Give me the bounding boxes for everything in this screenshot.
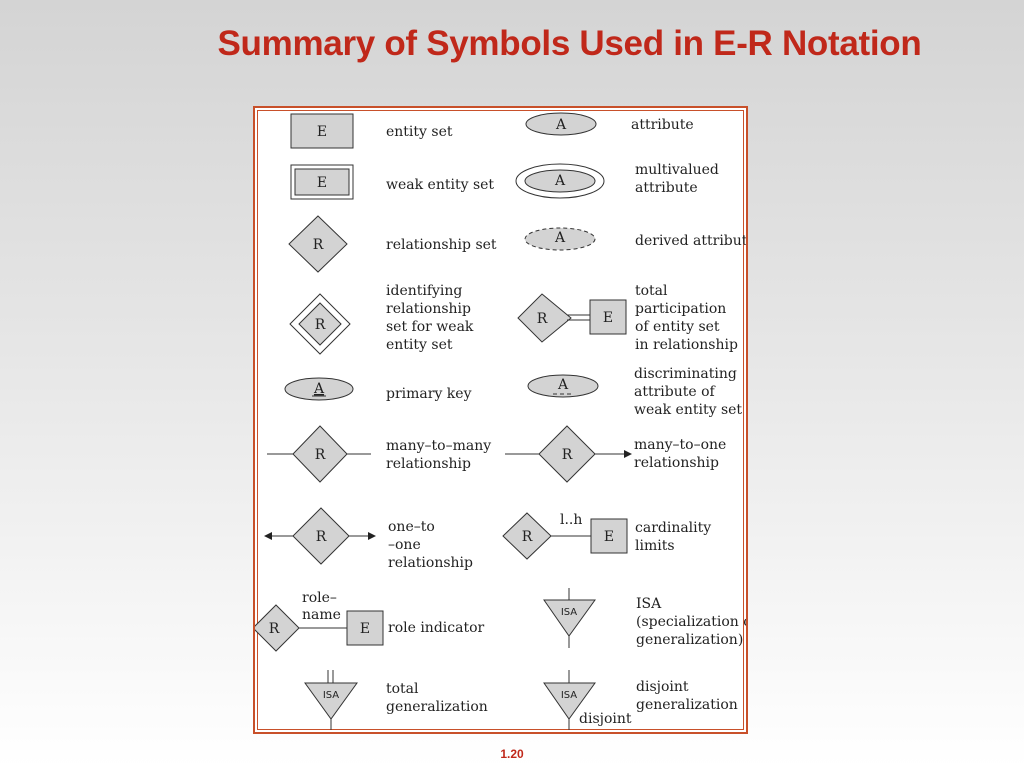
disjoint-generalization-label: disjoint generalization <box>636 679 738 713</box>
disjoint-generalization-symbol: ISA disjoint <box>543 670 632 730</box>
derived-attribute-symbol: A <box>524 227 596 251</box>
svg-text:relationship: relationship <box>386 301 471 317</box>
svg-text:multivalued: multivalued <box>635 162 719 178</box>
svg-text:role–: role– <box>302 590 337 606</box>
total-generalization-symbol: ISA <box>304 670 358 730</box>
multivalued-attribute-symbol: A <box>515 163 605 199</box>
svg-text:total: total <box>386 681 419 697</box>
identifying-relationship-symbol: R <box>289 293 351 355</box>
svg-text:ISA: ISA <box>561 607 577 618</box>
svg-text:A: A <box>554 173 566 189</box>
relationship-set-label: relationship set <box>386 237 497 253</box>
svg-text:set for weak: set for weak <box>386 319 474 335</box>
svg-text:one–to: one–to <box>388 519 435 535</box>
svg-text:weak entity set: weak entity set <box>634 402 742 418</box>
svg-text:generalization): generalization) <box>636 632 743 648</box>
one-to-one-label: one–to –one relationship <box>388 519 473 571</box>
role-indicator-label: role indicator <box>388 620 485 636</box>
many-to-one-symbol: R <box>505 425 632 483</box>
svg-text:A: A <box>557 377 569 393</box>
svg-text:entity set: entity set <box>386 124 453 140</box>
svg-text:R: R <box>316 529 327 545</box>
many-to-one-label: many–to–one relationship <box>634 437 726 471</box>
total-participation-label: total participation of entity set in rel… <box>635 283 738 353</box>
svg-text:many–to–many: many–to–many <box>386 438 491 454</box>
svg-text:relationship: relationship <box>634 455 719 471</box>
many-to-many-label: many–to–many relationship <box>386 438 491 472</box>
svg-text:E: E <box>360 621 370 637</box>
svg-text:attribute: attribute <box>635 180 698 196</box>
weak-entity-set-label: weak entity set <box>386 177 494 193</box>
isa-symbol: ISA <box>543 588 596 648</box>
svg-text:participation: participation <box>635 301 726 317</box>
svg-text:ISA: ISA <box>636 596 662 612</box>
entity-set-symbol: E <box>290 113 354 149</box>
svg-text:entity set: entity set <box>386 337 453 353</box>
svg-text:in relationship: in relationship <box>635 337 738 353</box>
derived-attribute-label: derived attribute <box>635 233 746 249</box>
weak-entity-set-symbol: E <box>290 164 354 200</box>
svg-text:name: name <box>302 607 341 623</box>
discriminating-attribute-label: discriminating attribute of weak entity … <box>634 366 742 418</box>
svg-text:identifying: identifying <box>386 283 462 299</box>
svg-text:cardinality: cardinality <box>635 520 711 536</box>
entity-set-label: entity set <box>386 124 453 140</box>
svg-text:R: R <box>562 447 573 463</box>
svg-text:l..h: l..h <box>560 512 582 528</box>
svg-text:disjoint: disjoint <box>579 711 632 727</box>
svg-text:A: A <box>313 381 325 397</box>
svg-text:attribute of: attribute of <box>634 384 717 400</box>
primary-key-label: primary key <box>386 386 472 402</box>
attribute-symbol: A <box>525 112 597 136</box>
isa-label: ISA (specialization or generalization) <box>636 596 746 648</box>
svg-text:A: A <box>555 117 567 133</box>
cardinality-limits-label: cardinality limits <box>635 520 711 554</box>
svg-text:relationship: relationship <box>388 555 473 571</box>
svg-text:generalization: generalization <box>386 699 488 715</box>
multivalued-attribute-label: multivalued attribute <box>635 162 719 196</box>
svg-text:E: E <box>603 310 613 326</box>
total-participation-symbol: R E <box>517 293 627 343</box>
svg-text:many–to–one: many–to–one <box>634 437 726 453</box>
role-indicator-symbol: R E role– name <box>255 590 384 652</box>
svg-text:E: E <box>317 124 327 140</box>
discriminating-attribute-symbol: A <box>527 374 599 398</box>
total-generalization-label: total generalization <box>386 681 488 715</box>
primary-key-symbol: A <box>284 377 354 401</box>
svg-text:ISA: ISA <box>323 690 339 701</box>
svg-text:R: R <box>315 317 326 333</box>
svg-text:(specialization or: (specialization or <box>636 614 746 630</box>
svg-text:relationship: relationship <box>386 456 471 472</box>
svg-text:E: E <box>317 175 327 191</box>
svg-text:discriminating: discriminating <box>634 366 737 382</box>
svg-text:ISA: ISA <box>561 690 577 701</box>
svg-text:of entity set: of entity set <box>635 319 720 335</box>
slide-number: 1.20 <box>500 747 524 761</box>
one-to-one-symbol: R <box>264 507 376 565</box>
svg-text:disjoint: disjoint <box>636 679 689 695</box>
svg-text:A: A <box>554 230 566 246</box>
svg-text:R: R <box>269 621 280 637</box>
many-to-many-symbol: R <box>267 425 371 483</box>
cardinality-limits-symbol: R E l..h <box>502 512 628 560</box>
relationship-set-symbol: R <box>288 215 348 273</box>
svg-text:R: R <box>537 311 548 327</box>
identifying-relationship-label: identifying relationship set for weak en… <box>386 283 474 353</box>
slide-title: Summary of Symbols Used in E-R Notation <box>217 24 922 63</box>
svg-text:R: R <box>313 237 324 253</box>
svg-text:limits: limits <box>635 538 675 554</box>
er-symbols-diagram: E entity set E weak entity set R relatio… <box>255 112 746 730</box>
panel-inner-border <box>257 110 744 730</box>
svg-text:R: R <box>522 529 533 545</box>
svg-text:generalization: generalization <box>636 697 738 713</box>
svg-text:E: E <box>604 529 614 545</box>
svg-text:–one: –one <box>388 537 421 553</box>
svg-text:total: total <box>635 283 668 299</box>
svg-text:R: R <box>315 447 326 463</box>
attribute-label: attribute <box>631 117 694 133</box>
er-notation-panel: E entity set E weak entity set R relatio… <box>253 106 748 734</box>
